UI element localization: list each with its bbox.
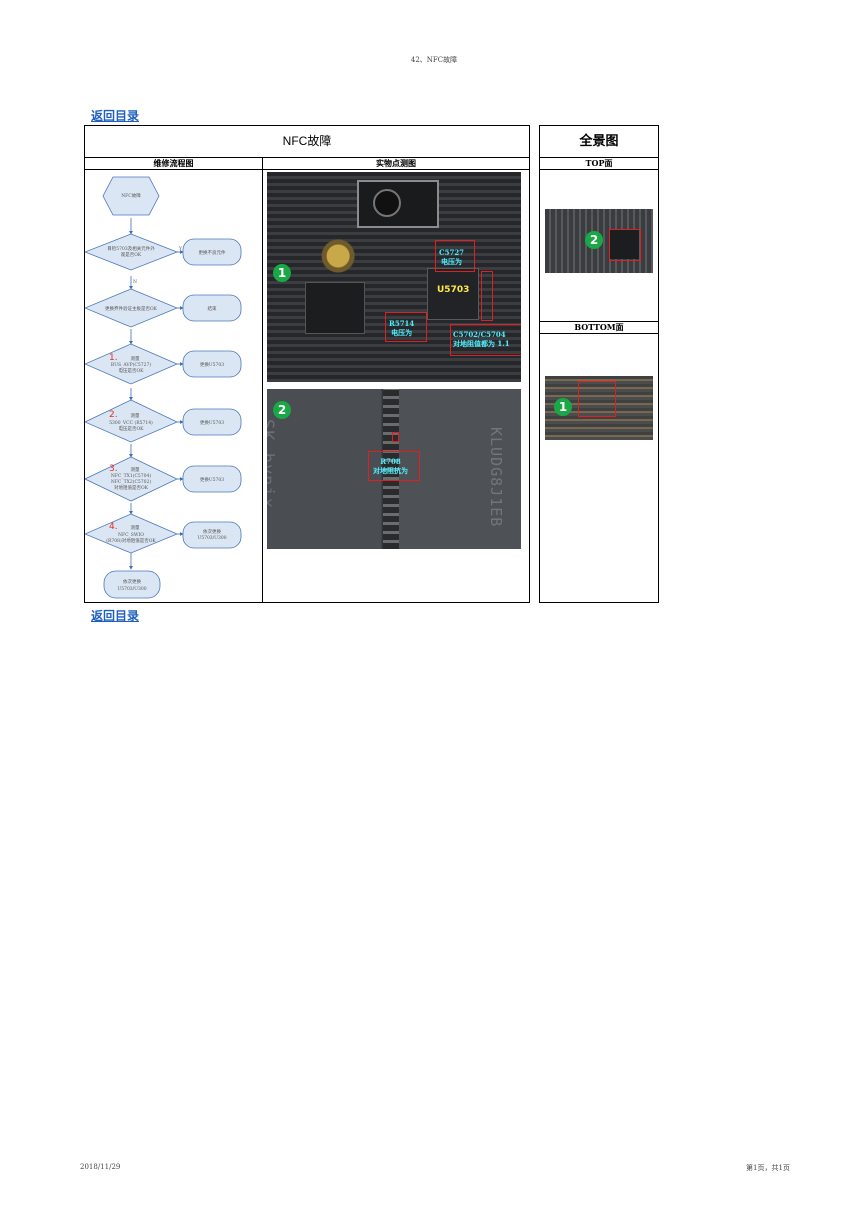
flow-step-2-text: 更换弃件验证主板是否OK [105,305,158,312]
bottom-badge: 1 [554,398,572,416]
back-to-toc-link-top[interactable]: 返回目录 [91,107,139,124]
overview-table: 全景图 TOP面 BOTTOM面 2 1 [539,125,659,603]
flow-action-5: 更换U5703 [200,476,224,483]
flow-step-4-text: 电压是否OK [118,425,144,432]
board-bottom-photo: 1 [545,376,653,440]
marker-area-1 [578,381,616,417]
photo1-badge: 1 [273,264,291,282]
flow-no-label: N [133,279,137,285]
flow-step-number: 2. [109,410,118,420]
flow-end: U5703/U300 [117,586,146,592]
marker-area-2 [609,229,641,261]
flow-yes-label: Y [178,246,183,252]
flow-step-6-text: NFC_SWIO [118,532,144,538]
flow-step-number: 1. [109,353,118,363]
top-side-label: TOP面 [540,158,658,170]
footer-page: 第1页，共1页 [746,1163,790,1173]
flow-step-4-text: 测量 [131,412,140,419]
flow-step-3-text: BUS_AVP(C5727) [111,361,151,368]
flow-step-number: 3. [109,464,118,474]
flow-action-1: 更换不良元件 [199,249,226,256]
label-r708-note: 对地阻抗为 [373,466,408,475]
pcb-photo-2: SK hynix KLUDG8J1EB 2 R708 对地阻抗为 [267,389,521,549]
flow-step-1-text: 目检5703及相关元件外 [107,245,155,252]
flow-step-6-text: (R708)对地阻值是否OK [106,537,156,544]
flow-step-1-text: 观是否OK [121,252,142,258]
bottom-side-label: BOTTOM面 [540,322,658,334]
column-divider [262,158,263,603]
page-header: 42、NFC故障 [0,55,868,65]
repair-flowchart: NFC故障 目检5703及相关元件外 观是否OK 更换不良元件 更换弃件验证主板… [85,126,262,604]
label-c5727: C5727 [439,248,464,257]
flow-action-6: 依次更换 [203,528,221,535]
flow-step-5-text: 对地阻值是否OK [114,484,149,491]
flow-step-5-text: NFC_TX1(C5704) [111,472,151,479]
label-r708: R708 [373,457,408,466]
flow-step-number: 4. [109,522,118,532]
flow-start: NFC故障 [121,192,141,199]
flow-end: 依次更换 [123,578,141,585]
flow-action-2: 结束 [208,305,217,312]
label-c5702-c5704-note: 对地阻值都为 1.1 [453,339,510,348]
flow-step-5-text: 测量 [131,466,140,473]
photo2-badge: 2 [273,401,291,419]
label-r5714-note: 电压为 [389,328,414,337]
flow-action-4: 更换U5703 [200,419,224,426]
flow-step-3-text: 电压是否OK [118,367,144,374]
photo1-chip-label: U5703 [437,285,469,295]
board-top-photo: 2 [545,209,653,273]
footer-date: 2018/11/29 [80,1163,120,1171]
main-table: NFC故障 维修流程图 实物点测图 [84,125,530,603]
flow-action-6: U5703/U300 [197,535,226,541]
flow-step-5-text: NFC_TX2(C5702) [111,478,151,485]
marker-r708-point [392,432,399,442]
overview-title: 全景图 [540,126,658,158]
flow-action-3: 更换U5703 [200,361,224,368]
pcb-photo-1: 1 U5703 C5727 电压为 R5714 电压为 C5702/C5704 … [267,172,521,382]
label-c5702-c5704: C5702/C5704 [453,330,510,339]
flow-step-3-text: 测量 [131,355,140,362]
photo2-chip-left-text: SK hynix [267,419,277,509]
marker-c5702 [481,271,493,321]
flow-step-6-text: 测量 [131,524,140,531]
label-r5714: R5714 [389,319,414,328]
top-badge: 2 [585,231,603,249]
photo-column-header: 实物点测图 [263,158,529,170]
label-c5727-note: 电压为 [439,257,464,266]
back-to-toc-link-bottom[interactable]: 返回目录 [91,607,139,624]
flow-step-4-text: 5300_VCC (R5714) [109,419,153,426]
photo2-chip-right-text: KLUDG8J1EB [487,427,505,527]
